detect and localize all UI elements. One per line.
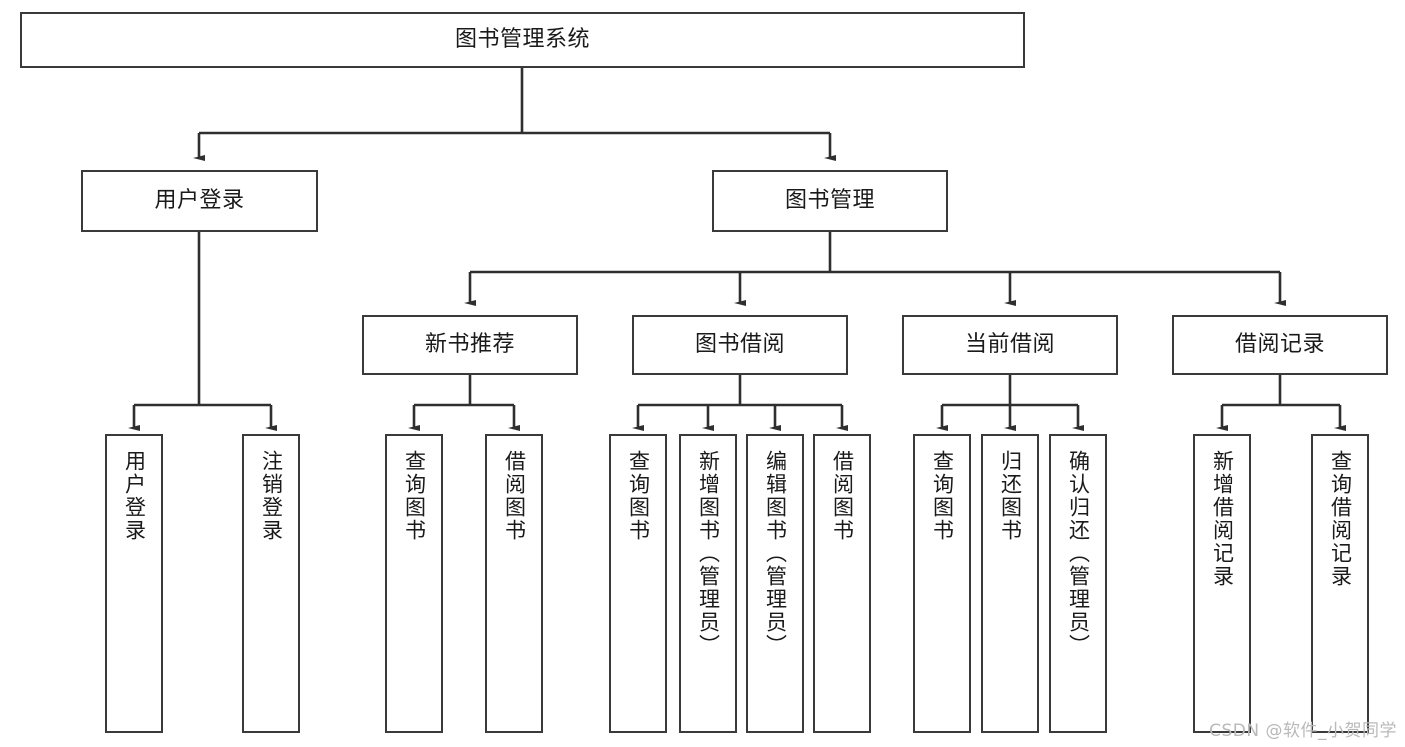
node-book-management-label: 图书管理 (784, 188, 875, 214)
leaf-label: 查询图书 (626, 450, 651, 542)
leaf-user-login-login[interactable]: 用户登录 (105, 434, 163, 733)
leaf-new-book-query-book[interactable]: 查询图书 (385, 434, 443, 733)
leaf-current-borrow-return-book[interactable]: 归还图书 (981, 434, 1039, 733)
leaf-label: 借阅图书 (830, 450, 855, 542)
leaf-label: 用户登录 (122, 450, 147, 542)
node-root-label: 图书管理系统 (454, 27, 590, 53)
leaf-label: 注销登录 (259, 450, 284, 542)
leaf-label: 查询图书 (402, 450, 427, 542)
leaf-borrow-record-query-record[interactable]: 查询借阅记录 (1311, 434, 1369, 733)
leaf-label: 确认归还（管理员） (1066, 450, 1091, 657)
leaf-current-borrow-confirm-return-admin[interactable]: 确认归还（管理员） (1049, 434, 1107, 733)
leaf-label: 新增借阅记录 (1210, 450, 1235, 588)
leaf-label: 查询借阅记录 (1328, 450, 1353, 588)
leaf-book-borrow-edit-book-admin[interactable]: 编辑图书（管理员） (746, 434, 804, 733)
node-book-management[interactable]: 图书管理 (712, 170, 948, 232)
node-book-borrow[interactable]: 图书借阅 (632, 315, 848, 375)
leaf-user-login-logout[interactable]: 注销登录 (242, 434, 300, 733)
node-borrow-record[interactable]: 借阅记录 (1172, 315, 1388, 375)
leaf-book-borrow-add-book-admin[interactable]: 新增图书（管理员） (679, 434, 737, 733)
leaf-current-borrow-query-book[interactable]: 查询图书 (913, 434, 971, 733)
leaf-label: 归还图书 (998, 450, 1023, 542)
node-user-login[interactable]: 用户登录 (81, 170, 318, 232)
leaf-label: 新增图书（管理员） (696, 450, 721, 657)
watermark-text: CSDN @软件_小贺同学 (1209, 721, 1397, 741)
node-current-borrow[interactable]: 当前借阅 (902, 315, 1118, 375)
node-root[interactable]: 图书管理系统 (20, 12, 1025, 68)
node-new-book-recommend[interactable]: 新书推荐 (362, 315, 578, 375)
node-book-borrow-label: 图书借阅 (694, 332, 785, 358)
node-user-login-label: 用户登录 (154, 188, 245, 214)
node-current-borrow-label: 当前借阅 (964, 332, 1055, 358)
node-borrow-record-label: 借阅记录 (1234, 332, 1325, 358)
leaf-book-borrow-query-book[interactable]: 查询图书 (609, 434, 667, 733)
leaf-label: 编辑图书（管理员） (763, 450, 788, 657)
leaf-new-book-borrow-book[interactable]: 借阅图书 (485, 434, 543, 733)
leaf-label: 借阅图书 (502, 450, 527, 542)
leaf-borrow-record-add-record[interactable]: 新增借阅记录 (1193, 434, 1251, 733)
leaf-book-borrow-borrow-book[interactable]: 借阅图书 (813, 434, 871, 733)
node-new-book-recommend-label: 新书推荐 (424, 332, 515, 358)
leaf-label: 查询图书 (930, 450, 955, 542)
